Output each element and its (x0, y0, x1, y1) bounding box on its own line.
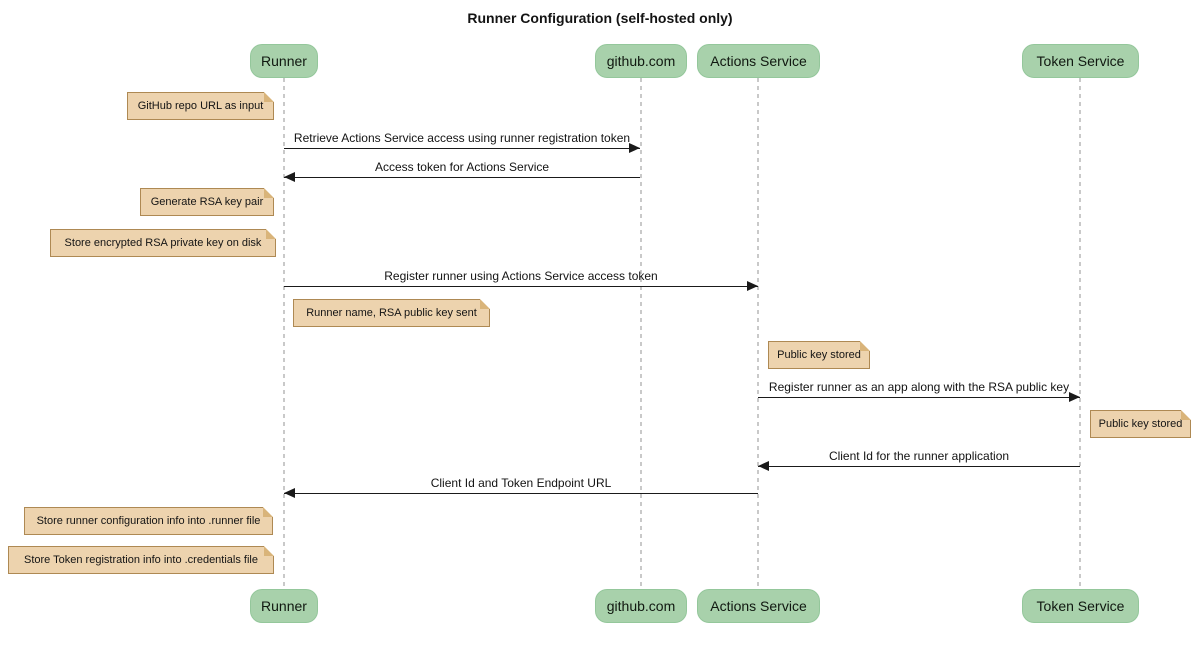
message-line (284, 177, 640, 178)
message-line (284, 493, 758, 494)
participant-label: github.com (606, 598, 676, 614)
arrowhead-right-icon (747, 281, 758, 291)
participant-token-service-top: Token Service (1022, 44, 1139, 78)
message-line (284, 286, 758, 287)
message-label: Register runner using Actions Service ac… (384, 269, 658, 283)
message-line (758, 397, 1080, 398)
participant-actions-service-bottom: Actions Service (697, 589, 820, 623)
arrowhead-right-icon (1069, 392, 1080, 402)
lifeline-runner (283, 78, 285, 589)
participant-label: Actions Service (710, 53, 807, 69)
arrowhead-left-icon (758, 461, 769, 471)
note-store-runner-file: Store runner configuration info into .ru… (24, 507, 273, 535)
participant-token-service-bottom: Token Service (1022, 589, 1139, 623)
message-label: Register runner as an app along with the… (768, 380, 1070, 394)
note-github-repo-url: GitHub repo URL as input (127, 92, 274, 120)
note-generate-rsa-key: Generate RSA key pair (140, 188, 274, 216)
message-line (284, 148, 640, 149)
note-public-key-stored-token: Public key stored (1090, 410, 1191, 438)
participant-runner-bottom: Runner (250, 589, 318, 623)
participant-label: Runner (261, 598, 307, 614)
note-text: Runner name, RSA public key sent (306, 307, 477, 319)
note-text: Store runner configuration info into .ru… (36, 515, 261, 527)
note-store-credentials-file: Store Token registration info into .cred… (8, 546, 274, 574)
note-runner-name-sent: Runner name, RSA public key sent (293, 299, 490, 327)
arrowhead-left-icon (284, 488, 295, 498)
arrowhead-left-icon (284, 172, 295, 182)
message-label: Retrieve Actions Service access using ru… (293, 131, 631, 145)
message-label: Client Id and Token Endpoint URL (430, 476, 612, 490)
participant-github-bottom: github.com (595, 589, 687, 623)
note-store-private-key: Store encrypted RSA private key on disk (50, 229, 276, 257)
participant-label: Token Service (1036, 53, 1125, 69)
participant-github-top: github.com (595, 44, 687, 78)
note-text: Public key stored (777, 349, 861, 361)
participant-label: github.com (606, 53, 676, 69)
note-public-key-stored-actions: Public key stored (768, 341, 870, 369)
message-line (758, 466, 1080, 467)
arrowhead-right-icon (629, 143, 640, 153)
note-text: GitHub repo URL as input (137, 100, 264, 112)
participant-label: Actions Service (710, 598, 807, 614)
participant-runner-top: Runner (250, 44, 318, 78)
participant-actions-service-top: Actions Service (697, 44, 820, 78)
note-text: Store Token registration info into .cred… (24, 554, 258, 566)
lifeline-token-service (1079, 78, 1081, 589)
participant-label: Runner (261, 53, 307, 69)
message-label: Access token for Actions Service (374, 160, 550, 174)
diagram-title: Runner Configuration (self-hosted only) (467, 10, 733, 26)
note-text: Store encrypted RSA private key on disk (64, 237, 262, 249)
participant-label: Token Service (1036, 598, 1125, 614)
note-text: Public key stored (1098, 418, 1183, 430)
message-label: Client Id for the runner application (828, 449, 1010, 463)
lifeline-github (640, 78, 642, 589)
lifeline-actions-service (757, 78, 759, 589)
note-text: Generate RSA key pair (150, 196, 264, 208)
